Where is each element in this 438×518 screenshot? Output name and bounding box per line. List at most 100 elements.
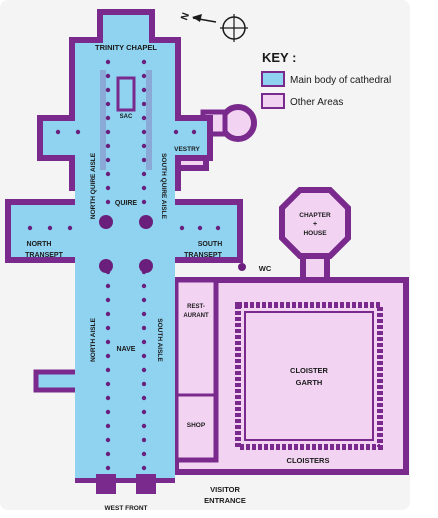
column-dot — [105, 465, 111, 471]
label-nave: NAVE — [117, 346, 136, 353]
label-shop: SHOP — [187, 422, 206, 429]
column-dot — [141, 395, 147, 401]
label-south-quire-aisle: SOUTH QUIRE AISLE — [160, 153, 167, 220]
north-arrow-icon — [192, 14, 202, 22]
column-dot — [67, 225, 73, 231]
column-dot — [105, 143, 111, 149]
label-quire: QUIRE — [115, 200, 138, 207]
label-trinity-chapel: TRINITY CHAPEL — [95, 43, 157, 52]
crossing-pier — [139, 215, 153, 229]
label-restaurant-line2: AURANT — [183, 313, 209, 319]
column-dot — [173, 129, 179, 135]
column-dot — [105, 353, 111, 359]
column-dot — [141, 143, 147, 149]
column-dot — [105, 59, 111, 65]
column-dot — [105, 311, 111, 317]
column-dot — [141, 381, 147, 387]
chapter-house — [279, 187, 351, 259]
column-dot — [105, 381, 111, 387]
label-cloister-garth-line1: CLOISTER — [290, 366, 329, 375]
label-wc: WC — [259, 264, 272, 273]
label-chapter-house-plus: + — [313, 221, 317, 228]
column-dot — [105, 325, 111, 331]
other-areas — [165, 104, 409, 475]
restaurant-shop-strip — [173, 277, 219, 463]
column-dot — [141, 185, 147, 191]
label-north-transept-line1: NORTH — [27, 241, 52, 248]
column-dot — [105, 423, 111, 429]
column-dot — [191, 129, 197, 135]
column-dot — [105, 87, 111, 93]
column-dot — [105, 199, 111, 205]
label-vestry: VESTRY — [174, 146, 200, 153]
column-dot — [105, 437, 111, 443]
column-dot — [55, 129, 61, 135]
compass-north-label: N — [179, 11, 192, 22]
label-north-quire-aisle: NORTH QUIRE AISLE — [90, 152, 97, 219]
crossing-pier — [99, 259, 113, 273]
column-dot — [141, 283, 147, 289]
key-swatch-main — [261, 71, 285, 87]
column-dot — [141, 451, 147, 457]
label-cloister-garth-line2: GARTH — [296, 378, 323, 387]
column-dot — [105, 451, 111, 457]
column-dot — [105, 157, 111, 163]
column-dot — [179, 225, 185, 231]
column-dot — [141, 409, 147, 415]
column-dot — [141, 339, 147, 345]
column-dot — [141, 171, 147, 177]
column-dot — [105, 409, 111, 415]
key-label-main: Main body of cathedral — [290, 75, 391, 86]
column-dot — [141, 353, 147, 359]
label-west-front: WEST FRONT — [105, 505, 148, 512]
column-dot — [105, 283, 111, 289]
column-dot — [105, 185, 111, 191]
label-chapter-house-line1: CHAPTER — [299, 212, 331, 219]
column-dot — [141, 59, 147, 65]
column-dot — [141, 325, 147, 331]
column-dot — [141, 199, 147, 205]
column-dot — [105, 339, 111, 345]
column-dot — [105, 115, 111, 121]
key-label-other: Other Areas — [290, 97, 343, 108]
column-dot — [141, 465, 147, 471]
column-dot — [141, 437, 147, 443]
column-dot — [105, 129, 111, 135]
label-north-transept-line2: TRANSEPT — [25, 252, 63, 259]
column-dot — [141, 297, 147, 303]
label-restaurant-line1: REST- — [187, 304, 205, 310]
column-dot — [141, 367, 147, 373]
label-chapter-house-line2: HOUSE — [303, 230, 327, 237]
column-dot — [105, 171, 111, 177]
column-dot — [75, 129, 81, 135]
column-dot — [105, 101, 111, 107]
label-visitor-entrance-line1: VISITOR — [210, 485, 240, 494]
compass: N — [179, 11, 248, 42]
column-dot — [141, 73, 147, 79]
column-dot — [105, 297, 111, 303]
column-dot — [197, 225, 203, 231]
label-south-aisle: SOUTH AISLE — [156, 318, 163, 362]
column-dot — [141, 129, 147, 135]
label-visitor-entrance-line2: ENTRANCE — [204, 496, 246, 505]
cloister-garth — [235, 302, 383, 450]
label-cloisters: CLOISTERS — [287, 456, 330, 465]
column-dot — [47, 225, 53, 231]
column-dot — [141, 157, 147, 163]
column-dot — [141, 423, 147, 429]
wc-marker — [238, 263, 246, 271]
columns — [27, 59, 221, 471]
label-south-transept-line1: SOUTH — [198, 241, 223, 248]
key-legend: KEY : Main body of cathedral Other Areas — [261, 50, 391, 109]
column-dot — [105, 73, 111, 79]
label-south-transept-line2: TRANSEPT — [184, 252, 222, 259]
key-swatch-other — [261, 93, 285, 109]
label-north-aisle: NORTH AISLE — [90, 317, 97, 361]
column-dot — [27, 225, 33, 231]
crossing-pier — [99, 215, 113, 229]
column-dot — [141, 87, 147, 93]
key-title: KEY : — [262, 50, 296, 65]
column-dot — [141, 311, 147, 317]
crossing-pier — [139, 259, 153, 273]
label-sac: SAC — [120, 114, 133, 120]
